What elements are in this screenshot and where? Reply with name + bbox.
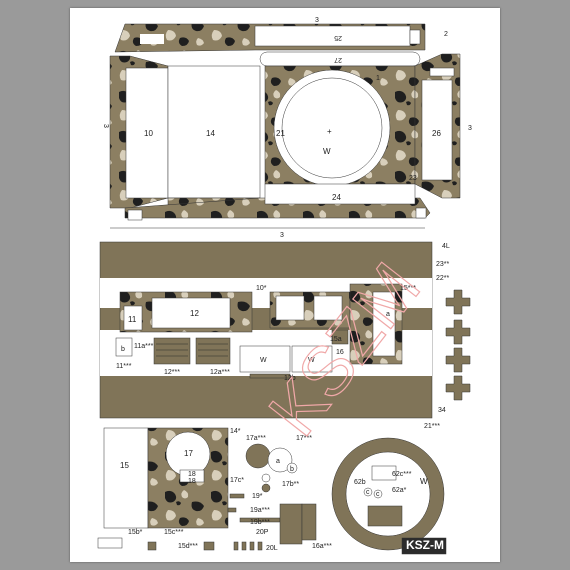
label-w1-mid: W xyxy=(260,357,267,364)
label-3-bottom: 3 xyxy=(280,232,284,239)
part-25-field xyxy=(254,25,411,47)
label-15a: 15a xyxy=(330,336,342,343)
middle-labels: 4L 23** 22** 10* 15*** 11 12 a b 11a*** … xyxy=(116,243,450,414)
label-17-bot: 17 xyxy=(184,449,193,458)
label-12a: 12a*** xyxy=(210,369,230,376)
logo-text: KSZ-M xyxy=(406,538,444,552)
part-a-disc xyxy=(267,447,293,473)
label-14-bot: 14* xyxy=(230,428,241,435)
part-14-field xyxy=(167,65,261,199)
label-24: 24 xyxy=(332,193,341,202)
label-62b: 62b xyxy=(354,479,366,486)
hull-labels: 3 2 25 27 3 10 14 21 W + 24 26 3 3 23 1 xyxy=(102,17,472,239)
label-19: 19* xyxy=(252,493,263,500)
label-w2-mid: W xyxy=(308,357,315,364)
middle-section xyxy=(99,241,471,419)
label-3-top: 3 xyxy=(315,17,319,24)
label-10-mid: 10* xyxy=(256,285,267,292)
label-w-hull: W xyxy=(323,147,331,156)
label-w-bot: W xyxy=(420,477,428,486)
label-3-left: 3 xyxy=(102,124,109,128)
label-18b: 18 xyxy=(188,478,196,485)
label-15c: 15c*** xyxy=(164,529,184,536)
label-16-mid: 16 xyxy=(336,349,344,356)
label-a-mid: a xyxy=(386,311,390,318)
part-24-field xyxy=(264,183,416,205)
label-22-mid: 22** xyxy=(436,275,450,282)
label-a-bot: a xyxy=(276,458,280,465)
label-20p: 20P xyxy=(256,529,269,536)
plus-part-3 xyxy=(445,347,471,373)
label-12-mid: 12 xyxy=(190,309,199,318)
label-c2: c xyxy=(376,491,380,498)
label-21-bot: 21*** xyxy=(424,423,440,430)
label-15b: 15b* xyxy=(128,529,143,536)
model-sheet: 3 2 25 27 3 10 14 21 W + 24 26 3 3 23 1 xyxy=(70,8,500,562)
label-2: 2 xyxy=(444,31,448,38)
label-19b: 19b*** xyxy=(250,519,270,526)
label-34: 34 xyxy=(438,407,446,414)
sheet-canvas: 3 2 25 27 3 10 14 21 W + 24 26 3 3 23 1 xyxy=(97,17,472,561)
label-17b: 17b** xyxy=(282,481,299,488)
label-12-stars: 12*** xyxy=(164,369,180,376)
label-b-bot: b xyxy=(290,466,294,473)
label-c1: c xyxy=(366,489,370,496)
label-11a: 11a*** xyxy=(134,343,154,350)
label-15d: 15d*** xyxy=(178,543,198,550)
label-18a: 18 xyxy=(188,471,196,478)
part-21-inner xyxy=(345,451,431,537)
label-21: 21 xyxy=(276,129,285,138)
part-12-field xyxy=(151,297,231,329)
label-62a: 62a* xyxy=(392,487,407,494)
part-26-field xyxy=(421,79,453,181)
plus-part-2 xyxy=(445,319,471,345)
label-62c: 62c*** xyxy=(392,471,412,478)
part-16a-box xyxy=(279,503,303,545)
hull-section xyxy=(109,23,461,229)
part-b-box xyxy=(115,337,133,357)
label-b-mid: b xyxy=(121,346,125,353)
label-26: 26 xyxy=(432,129,441,138)
part-w2-box xyxy=(291,345,333,373)
label-11-mid: 11 xyxy=(128,315,137,324)
label-15-mid: 15*** xyxy=(400,285,416,292)
label-17-stars: 17*** xyxy=(296,435,312,442)
part-12a-grid xyxy=(195,337,231,365)
part-15-field xyxy=(103,427,149,529)
label-23-mid: 23** xyxy=(436,261,450,268)
ksz-logo xyxy=(401,537,447,555)
label-19a: 19a*** xyxy=(250,507,270,514)
part-17a-disc xyxy=(245,443,271,469)
bottom-section xyxy=(97,427,447,555)
plus-part-1 xyxy=(445,289,471,315)
label-11-stars: 11*** xyxy=(116,363,132,370)
center-cross: + xyxy=(327,127,332,136)
part-w1-box xyxy=(239,345,291,373)
bottom-labels: 15 17 18 18 14* 17a*** 17*** a b 17c* 17… xyxy=(120,423,455,561)
label-3-right: 3 xyxy=(468,125,472,132)
label-15-bot: 15 xyxy=(120,461,129,470)
label-20l: 20L xyxy=(266,545,278,552)
label-1: 1 xyxy=(376,75,380,82)
label-4l: 4L xyxy=(442,243,450,250)
label-27: 27 xyxy=(334,56,342,63)
part-10-field xyxy=(125,67,169,199)
label-10: 10 xyxy=(144,129,153,138)
label-12b: 12b xyxy=(284,375,296,382)
part-12s-grid xyxy=(153,337,191,365)
label-25: 25 xyxy=(334,34,342,41)
label-17a: 17a*** xyxy=(246,435,266,442)
label-14: 14 xyxy=(206,129,215,138)
plus-part-4 xyxy=(445,375,471,401)
label-16a: 16a*** xyxy=(312,543,332,550)
label-23: 23 xyxy=(409,175,417,182)
label-17c: 17c* xyxy=(230,477,244,484)
logo-subtext: MODELOWANIE SAMOLOTÓW xyxy=(404,556,455,561)
